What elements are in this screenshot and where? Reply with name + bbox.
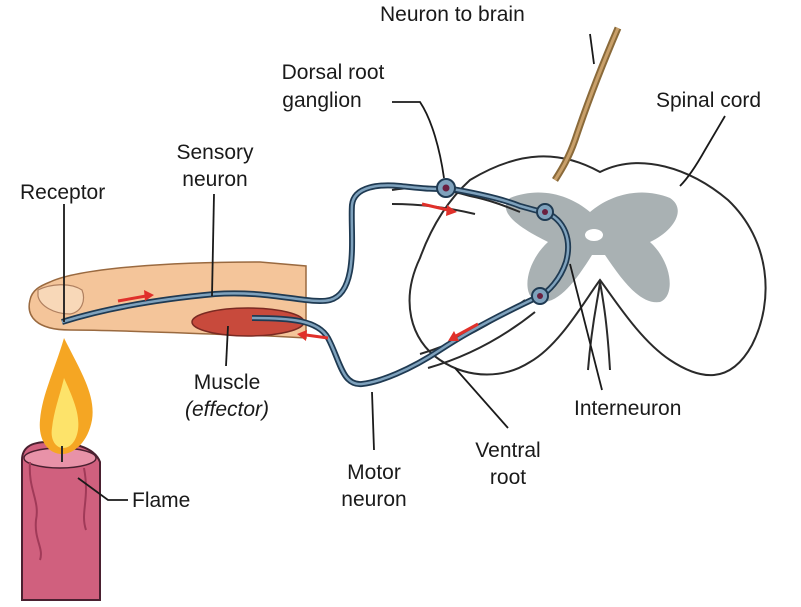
central-canal xyxy=(585,229,603,241)
label-flame: Flame xyxy=(132,488,190,514)
label-sensory-neuron-line1: Sensory xyxy=(160,140,270,166)
label-motor-neuron-line2: neuron xyxy=(316,487,432,513)
flame xyxy=(40,338,93,462)
label-ventral-root-line1: Ventral xyxy=(456,438,560,464)
label-dorsal-root-ganglion-line1: Dorsal root xyxy=(262,60,404,86)
label-muscle: Muscle xyxy=(168,370,286,396)
label-receptor: Receptor xyxy=(20,180,105,206)
label-dorsal-root-ganglion-line2: ganglion xyxy=(262,88,382,114)
label-neuron-to-brain: Neuron to brain xyxy=(380,2,525,28)
candle xyxy=(22,442,100,600)
ventral-fissure xyxy=(588,282,610,370)
label-sensory-neuron-line2: neuron xyxy=(160,167,270,193)
label-interneuron: Interneuron xyxy=(574,396,681,422)
label-motor-neuron-line1: Motor xyxy=(316,460,432,486)
label-ventral-root-line2: root xyxy=(456,465,560,491)
label-effector: (effector) xyxy=(168,397,286,423)
label-spinal-cord: Spinal cord xyxy=(656,88,761,114)
